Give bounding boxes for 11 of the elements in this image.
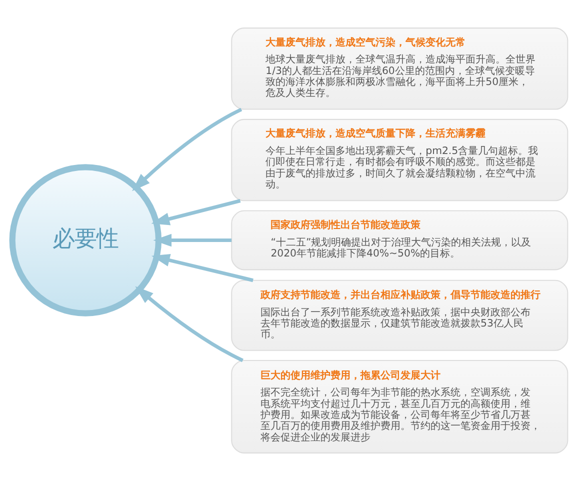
- node-box: 巨大的使用维护费用，拖累公司发展大计 据不完全统计，公司每年为非节能的热水系统，空调系统，发电系统平均支付超过几十万元，甚至几百万元的高额使用，维护费用。如果改造成为节能设备，公司每年将至少节省几万甚至几百万的使用费用及维护费用。节约的这一笔资金用于投资，将会促进企业的发展进步: [231, 360, 568, 454]
- node-circle: 必要性: [9, 164, 162, 316]
- arrow: [151, 254, 254, 282]
- arrow: [132, 108, 242, 192]
- node-box: 大量废气排放，造成空气质量下降，生活充满雾霾 今年上半年全国多地出现雾霾天气，pm2.5含量几句超标。我们即使在日常行走，有时都会有呼吸不顺的感觉。而这些都是由于废气的排放过多，时间久了就会凝结颗粒物，在空气中流动。: [231, 118, 568, 202]
- arrow: [135, 286, 244, 362]
- arrow: [153, 234, 232, 247]
- node-box: 国家政府强制性出台节能改造政策 “十二五”规划明确提出对于治理大气污染的相关法规，以及2020年节能减排下降40%~50%的目标。: [231, 210, 568, 270]
- node-box: 大量废气排放，造成空气污染，气候变化无常 地球大量废气排放，全球气温升高，造成海平面升高。全世界1/3的人都生活在沿海岸线60公里的范围内，全球气候变暖导致的海洋水体膨胀和两极冰雪融化，海平面将上升50厘米，危及人类生存。: [231, 28, 568, 110]
- node-box: 政府支持节能改造，并出台相应补贴政策，倡导节能改造的推行 国际出台了一系列节能系统改造补贴政策，据中央财政部公布去年节能改造的数据显示，仅建筑节能改造就拨款53亿人民币。: [231, 280, 568, 351]
- arrow: [151, 199, 241, 226]
